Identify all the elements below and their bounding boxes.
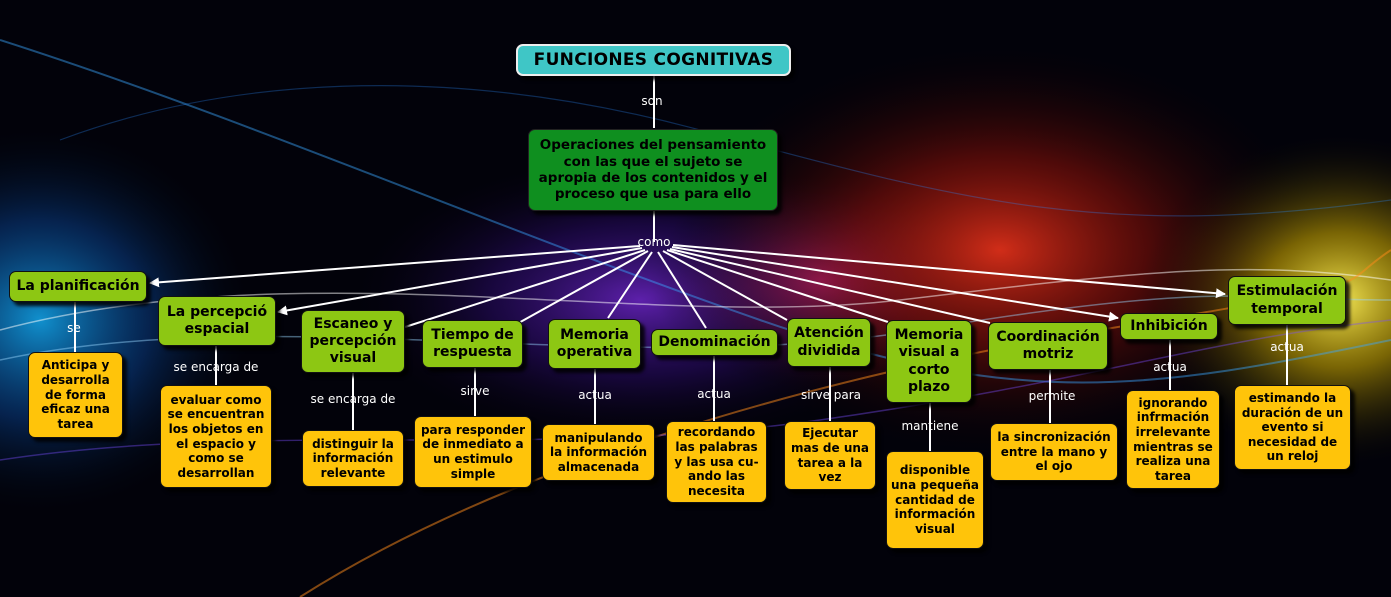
function-node-estimulacion-temporal: Estimulación temporal bbox=[1228, 276, 1346, 325]
detail-node-estimulacion-temporal: estimando la duración de un evento si ne… bbox=[1234, 385, 1351, 470]
definition-node: Operaciones del pensamiento con las que … bbox=[528, 129, 778, 211]
detail-node-memoria-visual: disponible una pequeña cantidad de infor… bbox=[886, 451, 984, 549]
link-son: son bbox=[641, 94, 663, 108]
function-node-memoria-operativa: Memoria operativa bbox=[548, 319, 641, 369]
detail-node-escaneo: distinguir la información relevante bbox=[302, 430, 404, 487]
function-node-planificacion: La planificación bbox=[9, 271, 147, 302]
link-percepcion-espacial: se encarga de bbox=[173, 360, 259, 374]
link-escaneo: se encarga de bbox=[310, 392, 396, 406]
link-tiempo-respuesta: sirve bbox=[460, 384, 490, 398]
function-node-tiempo-respuesta: Tiempo de respuesta bbox=[422, 320, 523, 368]
title-node: FUNCIONES COGNITIVAS bbox=[516, 44, 791, 76]
detail-node-coordinacion-motriz: la sincronización entre la mano y el ojo bbox=[990, 423, 1118, 481]
detail-node-inhibicion: ignorando infrmación irrelevante mientra… bbox=[1126, 390, 1220, 489]
link-memoria-operativa: actua bbox=[578, 388, 612, 402]
function-node-escaneo: Escaneo y percepción visual bbox=[301, 310, 405, 373]
function-node-coordinacion-motriz: Coordinación motriz bbox=[988, 322, 1108, 370]
function-node-inhibicion: Inhibición bbox=[1120, 313, 1218, 340]
function-node-percepcion-espacial: La percepció espacial bbox=[158, 296, 276, 346]
detail-node-atencion-dividida: Ejecutar mas de una tarea a la vez bbox=[784, 421, 876, 490]
detail-node-percepcion-espacial: evaluar como se encuentran los objetos e… bbox=[160, 385, 272, 488]
link-coordinacion-motriz: permite bbox=[1028, 389, 1076, 403]
detail-node-denominacion: recordando las palabras y las usa cu-and… bbox=[666, 421, 767, 503]
link-memoria-visual: mantiene bbox=[901, 419, 959, 433]
detail-node-tiempo-respuesta: para responder de inmediato a un estimul… bbox=[414, 416, 532, 488]
function-node-memoria-visual: Memoria visual a corto plazo bbox=[886, 320, 972, 403]
link-estimulacion-temporal: actua bbox=[1270, 340, 1304, 354]
link-inhibicion: actua bbox=[1153, 360, 1187, 374]
function-node-denominacion: Denominación bbox=[651, 329, 778, 356]
link-denominacion: actua bbox=[697, 387, 731, 401]
link-atencion-dividida: sirve para bbox=[800, 388, 862, 402]
link-planificacion: se bbox=[67, 321, 81, 335]
detail-node-memoria-operativa: manipulando la información almacenada bbox=[542, 424, 655, 481]
function-node-atencion-dividida: Atención dividida bbox=[787, 318, 871, 367]
link-como: como bbox=[637, 235, 671, 249]
detail-node-planificacion: Anticipa y desarrolla de forma eficaz un… bbox=[28, 352, 123, 438]
